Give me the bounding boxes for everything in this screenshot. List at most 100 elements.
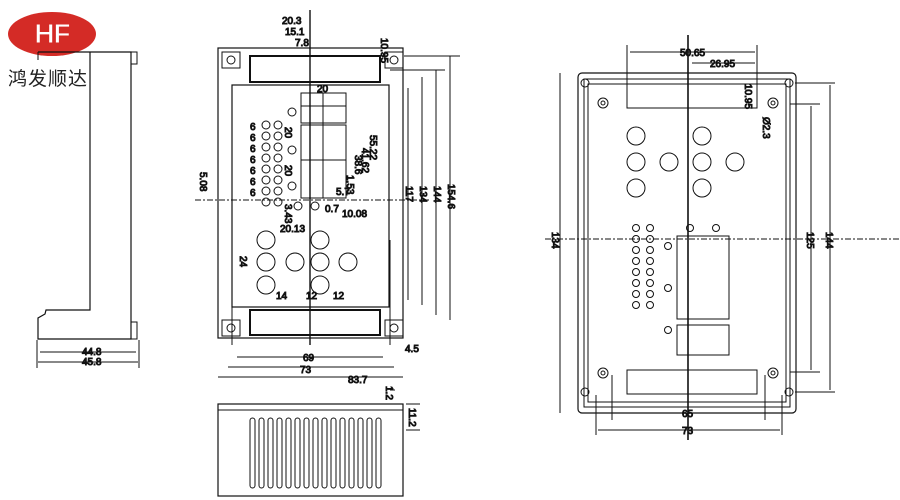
company-name: 鸿发顺达	[8, 68, 89, 90]
dim-front-0-7: 0.7	[325, 204, 339, 215]
dim-front-38-6: 38.6	[352, 155, 363, 175]
mount-hole	[664, 242, 672, 250]
back-view: 50.65 26.95 10.95 Ø2.3 134 144 125 65 73	[545, 35, 900, 440]
mount-hole	[712, 224, 720, 232]
led-hole	[646, 301, 654, 309]
led-hole	[273, 164, 283, 174]
led-hole	[646, 290, 654, 298]
led-hole	[273, 131, 283, 141]
vent-rib	[357, 417, 364, 489]
dim-front-14: 14	[276, 291, 288, 302]
vent-rib	[348, 417, 355, 489]
button-hole	[285, 252, 305, 272]
dim-front-pitch-label: 6	[250, 144, 256, 155]
dim-front-3-43: 3.43	[282, 204, 293, 224]
dim-back-diameter-2-3: Ø2.3	[760, 117, 771, 139]
dim-front-20-b: 20	[282, 165, 293, 177]
led-hole	[646, 246, 654, 254]
led-hole	[273, 153, 283, 163]
dim-front-144: 144	[431, 186, 442, 203]
dim-front-1-53: 1.53	[344, 175, 355, 195]
dim-front-pitch-label: 6	[250, 122, 256, 133]
mount-hole	[664, 326, 672, 334]
mount-hole	[287, 107, 297, 117]
dim-front-pitch-label: 6	[250, 133, 256, 144]
led-hole	[273, 142, 283, 152]
dim-front-10-08: 10.08	[342, 209, 367, 220]
button-hole	[659, 152, 679, 172]
dim-back-26-95: 26.95	[710, 59, 735, 70]
dim-front-69: 69	[303, 353, 315, 364]
led-hole	[632, 268, 640, 276]
button-hole	[692, 152, 712, 172]
button-hole	[256, 252, 276, 272]
dim-back-10-95: 10.95	[742, 84, 753, 109]
dim-front-12-b: 12	[333, 291, 345, 302]
dim-side-inner-width: 44.8	[82, 347, 102, 358]
dim-front-12-a: 12	[306, 291, 318, 302]
led-hole	[632, 224, 640, 232]
mount-hole	[686, 224, 694, 232]
vent-rib	[339, 417, 346, 489]
led-hole	[261, 153, 271, 163]
button-hole	[256, 275, 276, 295]
dim-front-20-3: 20.3	[282, 16, 302, 27]
led-hole	[273, 175, 283, 185]
led-hole	[646, 224, 654, 232]
button-hole	[626, 178, 646, 198]
vent-rib	[375, 417, 382, 489]
dim-back-50-65: 50.65	[680, 48, 705, 59]
logo-text: HF	[34, 18, 71, 50]
dim-front-7-8: 7.8	[295, 38, 309, 49]
dim-back-73: 73	[682, 426, 694, 437]
button-hole	[310, 252, 330, 272]
led-hole	[261, 197, 271, 207]
vent-rib	[366, 417, 373, 489]
led-hole	[273, 186, 283, 196]
dim-front-10-95: 10.95	[378, 38, 389, 63]
led-hole	[632, 246, 640, 254]
led-hole	[646, 268, 654, 276]
led-hole	[646, 279, 654, 287]
vent-rib	[285, 417, 292, 489]
led-hole	[632, 279, 640, 287]
led-hole	[632, 301, 640, 309]
button-hole	[626, 126, 646, 146]
vent-rib	[258, 417, 265, 489]
led-hole	[261, 175, 271, 185]
dim-front-20-top: 20	[317, 84, 329, 95]
vent-rib	[303, 417, 310, 489]
dim-front-117: 117	[403, 186, 414, 202]
brand-logo: HF	[8, 12, 96, 56]
led-hole	[273, 197, 283, 207]
button-hole	[692, 126, 712, 146]
bottom-view: 1.2 11.2	[217, 386, 420, 497]
dim-front-55-22: 55.22	[367, 135, 378, 160]
dim-bottom-11-2: 11.2	[406, 408, 417, 427]
vent-rib	[321, 417, 328, 489]
dim-front-154-6: 154.6	[445, 184, 456, 209]
dim-front-83-7: 83.7	[348, 375, 368, 386]
vent-rib	[249, 417, 256, 489]
dim-front-73: 73	[300, 365, 312, 376]
dim-front-41-62: 41.62	[359, 148, 370, 173]
vent-rib	[276, 417, 283, 489]
led-hole	[261, 164, 271, 174]
led-hole	[646, 257, 654, 265]
dim-front-134: 134	[417, 186, 428, 203]
mount-hole	[287, 181, 297, 191]
led-hole	[261, 131, 271, 141]
dim-bottom-1-2: 1.2	[383, 386, 394, 400]
dim-back-134: 134	[549, 232, 560, 249]
led-hole	[261, 120, 271, 130]
front-view: 83.7 73 69 4.5 20.3 15.1 7.8 10.95 20 55…	[195, 10, 460, 387]
dim-side-outer-width: 45.8	[82, 357, 102, 368]
dim-front-24: 24	[237, 256, 248, 268]
led-hole	[261, 186, 271, 196]
mount-hole	[310, 201, 320, 211]
vent-rib	[330, 417, 337, 489]
dim-front-pitch-label: 6	[250, 177, 256, 188]
dim-front-4-5: 4.5	[405, 344, 419, 355]
button-hole	[338, 252, 358, 272]
